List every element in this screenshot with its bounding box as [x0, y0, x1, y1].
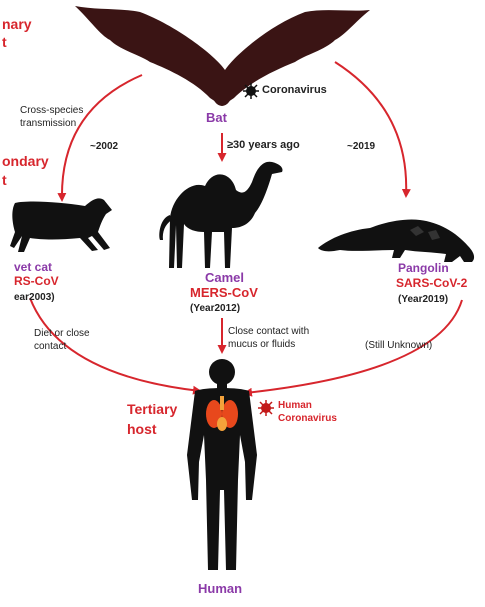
camel-year-label: (Year2012): [190, 303, 240, 315]
close-contact-label-line2: mucus or fluids: [228, 339, 295, 351]
civet-virus-label: RS-CoV: [14, 275, 59, 289]
still-unknown-label: (Still Unknown): [365, 340, 432, 352]
human-coronavirus-label-line2: Coronavirus: [278, 413, 337, 425]
arrow-bat-to-pangolin: [335, 62, 406, 196]
year-2019-label: ~2019: [347, 141, 375, 153]
primary-host-label-line2: t: [2, 34, 7, 50]
mers-cov-label: MERS-CoV: [190, 286, 258, 301]
year-2002-label: ~2002: [90, 141, 118, 153]
coronavirus-icon: [243, 83, 259, 99]
coronavirus-label: Coronavirus: [262, 84, 327, 97]
pangolin-label: Pangolin: [398, 262, 449, 276]
human-silhouette: [187, 359, 257, 570]
sars-cov-2-label: SARS-CoV-2: [396, 277, 467, 291]
tertiary-host-label-line1: Tertiary: [127, 401, 177, 417]
tertiary-host-label-line2: host: [127, 421, 157, 437]
pangolin-silhouette: [318, 219, 474, 262]
civet-cat-silhouette: [10, 198, 112, 252]
bat-label: Bat: [206, 111, 227, 126]
secondary-host-label-line1: ondary: [2, 153, 49, 169]
camel-silhouette: [159, 162, 282, 268]
secondary-host-label-line2: t: [2, 172, 7, 188]
human-coronavirus-icon: [258, 400, 274, 416]
camel-label: Camel: [205, 271, 244, 286]
diet-contact-label-line1: Diet or close: [34, 328, 90, 340]
pangolin-year-label: (Year2019): [398, 294, 448, 306]
human-coronavirus-label-line1: Human: [278, 400, 312, 412]
close-contact-label-line1: Close contact with: [228, 326, 309, 338]
primary-host-label-line1: nary: [2, 16, 32, 32]
cross-species-label-line2: transmission: [20, 118, 76, 130]
civet-cat-label: vet cat: [14, 261, 52, 275]
arrow-bat-to-civet: [62, 75, 142, 200]
thirty-years-label: ≥30 years ago: [227, 139, 300, 152]
cross-species-label-line1: Cross-species: [20, 105, 83, 117]
human-label: Human: [198, 582, 242, 597]
diet-contact-label-line2: contact: [34, 341, 66, 353]
civet-year-label: ear2003): [14, 292, 55, 304]
